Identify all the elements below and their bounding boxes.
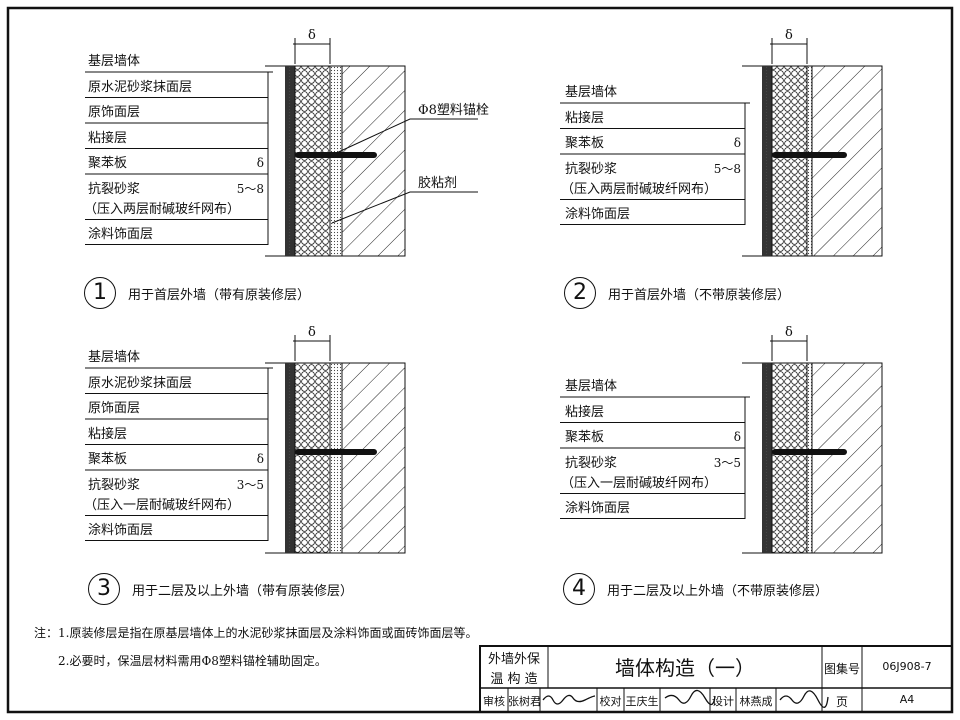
base-wall [341,65,406,257]
atlas-number: 06J908-7 [882,660,932,673]
designer-name: 林燕成 [739,695,773,708]
note-1: 1.原装修层是指在原基层墙体上的水泥砂浆抹面层及涂料饰面或面砖饰面层等。 [58,626,478,640]
signatures [542,689,829,708]
drawing-title: 墙体构造（一） [615,656,755,680]
layer-label: （压入一层耐碱玻纤网布） [561,475,718,491]
dimension-label: δ [308,325,316,340]
callout-label: Φ8塑料锚栓 [418,103,489,118]
layer-label: 粘接层 [565,110,605,126]
layer-thickness: 3～5 [236,477,264,492]
layer-label: 聚苯板 [88,452,128,467]
layer-label: 基层墙体 [88,54,141,69]
title-block-grid [479,645,953,713]
anchor-bolt [295,152,377,158]
detail-caption: 用于二层及以上外墙（不带原装修层） [607,584,829,599]
layer-label: （压入一层耐碱玻纤网布） [84,497,241,513]
detail-number: 1 [84,277,116,309]
reviewer-name: 张树君 [508,695,541,708]
polystyrene-board [294,362,331,554]
layer-thickness: δ [733,136,741,150]
polystyrene-board [771,65,808,257]
layer-label: 涂料饰面层 [88,226,154,242]
polystyrene-board [294,65,331,257]
checker-name: 王庆生 [625,695,659,708]
layer-thickness: δ [256,156,264,170]
detail-number: 3 [88,573,120,605]
detail-caption: 用于二层及以上外墙（带有原装修层） [132,584,354,599]
layer-label: 粘接层 [88,426,128,442]
layer-label: 基层墙体 [565,379,618,394]
review-label: 审核 [483,695,505,708]
atlas-label: 图集号 [823,662,860,676]
note-2: 2.必要时，保温层材料需用Φ8塑料锚栓辅助固定。 [58,654,327,668]
category-line-2: 温 构 造 [490,672,538,687]
layer-label: 抗裂砂浆 [565,455,618,471]
category-line-1: 外墙外保 [487,652,540,667]
dimension-label: δ [308,28,316,43]
dimension-label: δ [785,28,793,43]
layer-thickness: 5～8 [713,161,741,176]
design-label: 设计 [712,695,734,708]
notes-prefix: 注： [34,626,59,640]
layer-label: 基层墙体 [88,350,141,365]
polystyrene-board [771,362,808,554]
original-render-layer [329,362,343,554]
layer-label: 抗裂砂浆 [88,181,141,197]
layer-label: 基层墙体 [565,85,618,100]
detail-number: 2 [564,277,596,309]
layer-label: 原饰面层 [88,105,141,120]
detail-caption: 用于首层外墙（带有原装修层） [128,288,311,303]
layer-thickness: 5～8 [236,181,264,196]
anchor-bolt [295,449,377,455]
layer-label: （压入两层耐碱玻纤网布） [561,181,718,197]
callout-leader [331,191,478,224]
adhesive-layer [806,65,813,257]
callout-leader [331,118,478,156]
base-wall [811,65,883,257]
detail-caption: 用于首层外墙（不带原装修层） [608,288,791,303]
dimension-label: δ [785,325,793,340]
layer-label: （压入两层耐碱玻纤网布） [84,201,241,217]
callout-label: 胶粘剂 [418,176,458,191]
base-wall [341,362,406,554]
original-render-layer [329,65,343,257]
base-wall [811,362,883,554]
layer-label: 粘接层 [88,130,128,146]
layer-label: 涂料饰面层 [565,206,631,222]
layer-label: 聚苯板 [565,430,605,445]
layer-label: 原饰面层 [88,401,141,416]
layer-label: 原水泥砂浆抹面层 [88,375,193,391]
layer-thickness: 3～5 [713,455,741,470]
layer-label: 抗裂砂浆 [565,161,618,177]
page-number: A4 [899,693,915,706]
anchor-bolt [772,449,847,455]
layer-label: 粘接层 [565,404,605,420]
adhesive-layer [806,362,813,554]
detail-number: 4 [563,573,595,605]
layer-label: 涂料饰面层 [88,522,154,538]
layer-thickness: δ [733,430,741,444]
check-label: 校对 [599,695,622,708]
layer-thickness: δ [256,452,264,466]
layer-label: 聚苯板 [565,136,605,151]
page-label: 页 [835,695,848,709]
layer-label: 聚苯板 [88,156,128,171]
layer-label: 抗裂砂浆 [88,477,141,493]
layer-label: 原水泥砂浆抹面层 [88,79,193,95]
anchor-bolt [772,152,847,158]
layer-label: 涂料饰面层 [565,500,631,516]
